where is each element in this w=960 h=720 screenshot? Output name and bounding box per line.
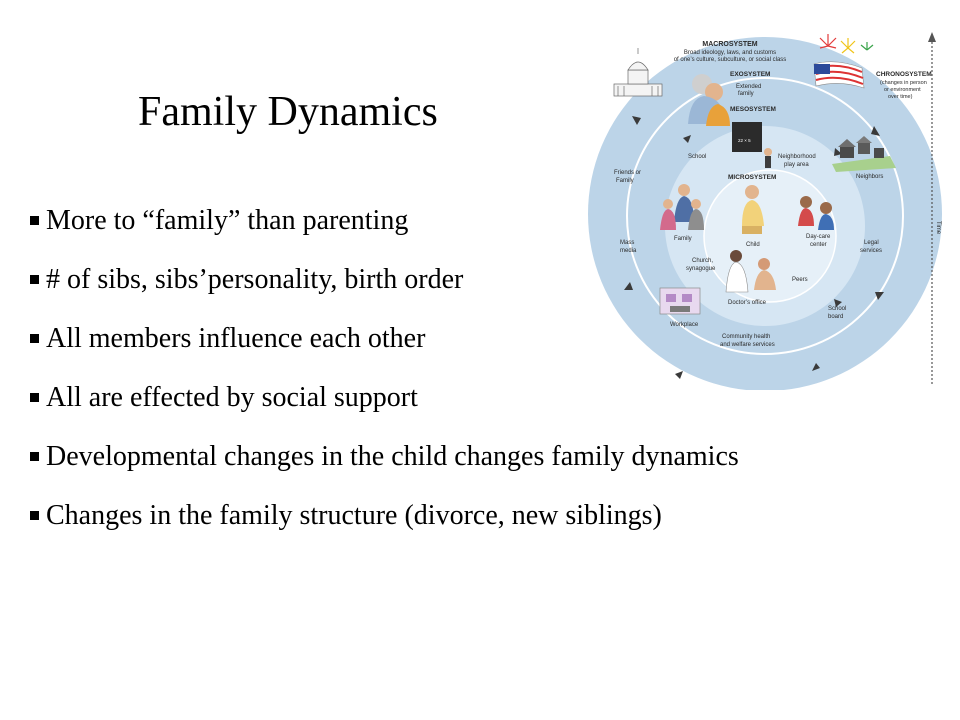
bullet-item: All members influence each other bbox=[30, 323, 830, 355]
chronosystem-desc: over time) bbox=[888, 94, 913, 100]
microsystem-title: MICROSYSTEM bbox=[728, 174, 776, 181]
chronosystem-desc: (changes in person bbox=[880, 80, 927, 86]
bullet-text: All are effected by social support bbox=[46, 382, 418, 413]
bullet-text: More to “family” than parenting bbox=[46, 205, 409, 236]
workplace-label: Workplace bbox=[670, 322, 699, 328]
neighborhood-houses-icon bbox=[832, 136, 896, 172]
bullet-text: All members influence each other bbox=[46, 323, 426, 354]
bullet-text: Changes in the family structure (divorce… bbox=[46, 500, 662, 531]
capitol-building-icon bbox=[613, 48, 663, 97]
square-bullet-icon bbox=[30, 216, 39, 225]
peers-label: Peers bbox=[792, 277, 808, 283]
legal-services-label: Legal bbox=[864, 240, 879, 246]
square-bullet-icon bbox=[30, 393, 39, 402]
square-bullet-icon bbox=[30, 452, 39, 461]
extended-family-label: Extended bbox=[736, 84, 761, 90]
fireworks-icon bbox=[819, 34, 874, 54]
daycare-children-illustration bbox=[798, 196, 834, 230]
legal-services-label: services bbox=[860, 248, 882, 254]
mass-media-label: media bbox=[620, 248, 637, 254]
chalkboard-icon: 22 × 5 bbox=[732, 122, 772, 168]
neighborhood-label: play area bbox=[784, 162, 809, 168]
friends-label: Friends or bbox=[614, 170, 641, 176]
chronosystem-desc: or environment bbox=[884, 87, 921, 93]
arrow-icon bbox=[632, 116, 641, 125]
mesosystem-title: MESOSYSTEM bbox=[730, 106, 776, 113]
square-bullet-icon bbox=[30, 334, 39, 343]
daycare-label: center bbox=[810, 242, 827, 248]
arrow-icon bbox=[834, 299, 842, 307]
community-services-label: and welfare services bbox=[720, 342, 775, 348]
child-label: Child bbox=[746, 242, 760, 248]
bullet-list: More to “family” than parenting # of sib… bbox=[30, 205, 830, 532]
bullet-item: # of sibs, sibs’personality, birth order bbox=[30, 264, 830, 296]
bullet-item: All are effected by social support bbox=[30, 382, 830, 414]
arrow-icon bbox=[875, 292, 884, 300]
bullet-item: Changes in the family structure (divorce… bbox=[30, 500, 830, 532]
grandparents-illustration bbox=[688, 74, 730, 126]
doctors-office-illustration bbox=[725, 250, 776, 293]
macrosystem-desc: of one’s culture, subculture, or social … bbox=[674, 57, 787, 63]
arrow-icon bbox=[675, 371, 683, 379]
child-illustration bbox=[742, 185, 764, 234]
square-bullet-icon bbox=[30, 275, 39, 284]
bullet-text: Developmental changes in the child chang… bbox=[46, 441, 739, 472]
time-arrow-head-icon bbox=[928, 32, 936, 42]
extended-family-label: family bbox=[738, 91, 754, 97]
chronosystem-title: CHRONOSYSTEM bbox=[876, 71, 932, 78]
community-services-label: Community health bbox=[722, 334, 770, 340]
ecological-systems-diagram: Time MACROSYSTEM Broad ideology, laws, a… bbox=[588, 32, 942, 390]
workplace-illustration bbox=[659, 287, 701, 315]
neighbors-label: Neighbors bbox=[856, 174, 883, 180]
friends-label: Family bbox=[616, 178, 634, 184]
mass-media-label: Mass bbox=[620, 240, 634, 246]
american-flag-icon bbox=[813, 61, 865, 89]
family-label: Family bbox=[674, 236, 692, 242]
bullet-item: More to “family” than parenting bbox=[30, 205, 830, 237]
slide-title: Family Dynamics bbox=[138, 89, 438, 135]
neighborhood-label: Neighborhood bbox=[778, 154, 816, 160]
exosystem-title: EXOSYSTEM bbox=[730, 71, 770, 78]
doctors-office-label: Doctor’s office bbox=[728, 300, 767, 306]
arrow-icon bbox=[624, 282, 633, 290]
church-label: Church, bbox=[692, 258, 713, 264]
chalkboard-text: 22 × 5 bbox=[738, 138, 751, 143]
school-label: School bbox=[688, 154, 706, 160]
macrosystem-title: MACROSYSTEM bbox=[702, 41, 757, 48]
square-bullet-icon bbox=[30, 511, 39, 520]
arrow-icon bbox=[871, 126, 880, 136]
school-board-label: School bbox=[828, 306, 846, 312]
family-illustration bbox=[660, 184, 704, 230]
school-board-label: board bbox=[828, 314, 843, 320]
arrow-icon bbox=[683, 135, 691, 143]
arrow-icon bbox=[812, 363, 820, 371]
time-label: Time bbox=[935, 221, 941, 235]
exosystem-ring bbox=[626, 77, 904, 355]
bullet-item: Developmental changes in the child chang… bbox=[30, 441, 830, 473]
daycare-label: Day-care bbox=[806, 234, 831, 240]
church-label: synagogue bbox=[686, 266, 716, 272]
bullet-text: # of sibs, sibs’personality, birth order bbox=[46, 264, 464, 295]
macrosystem-desc: Broad ideology, laws, and customs bbox=[684, 50, 776, 56]
